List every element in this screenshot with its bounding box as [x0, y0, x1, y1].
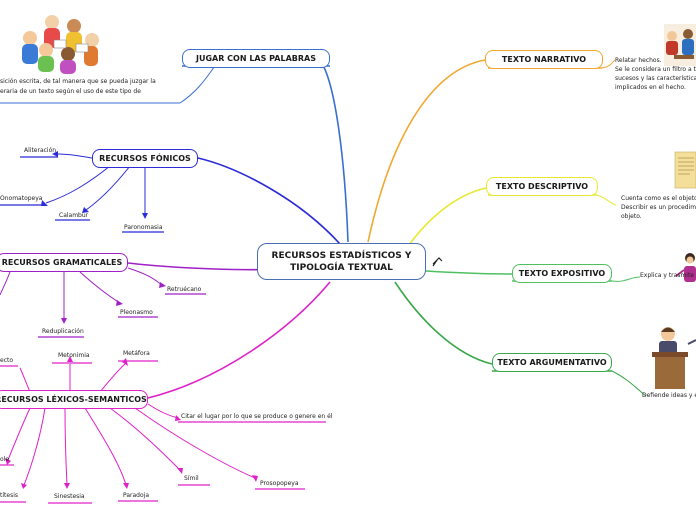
children-reading-illustration — [22, 15, 99, 74]
argumentativo-note-line1: Defiende ideas y e — [642, 392, 696, 399]
node-texto-descriptivo-label: TEXTO DESCRIPTIVO — [495, 182, 589, 191]
presenter-illustration — [675, 253, 696, 282]
label-onomatopeya[interactable]: Onomatopeya — [0, 195, 43, 202]
node-texto-argumentativo-label: TEXTO ARGUMENTATIVO — [497, 358, 607, 367]
label-prosopopeya[interactable]: Prosopopeya — [260, 480, 299, 487]
node-texto-narrativo-label: TEXTO NARRATIVO — [501, 55, 587, 64]
node-texto-descriptivo[interactable]: TEXTO DESCRIPTIVO — [486, 177, 598, 196]
label-titesis[interactable]: títesis — [0, 492, 18, 499]
label-ecto[interactable]: ecto — [0, 357, 14, 364]
label-metafora[interactable]: Metáfora — [123, 350, 150, 357]
descriptivo-note-line1: Cuenta como es el objeto. — [621, 195, 696, 202]
node-jugar-con-las-palabras[interactable]: JUGAR CON LAS PALABRAS — [182, 49, 330, 68]
node-texto-narrativo[interactable]: TEXTO NARRATIVO — [485, 50, 603, 69]
label-retruecano[interactable]: Retruécano — [167, 286, 202, 293]
node-jugar-label: JUGAR CON LAS PALABRAS — [196, 54, 316, 63]
node-recursos-fonicos[interactable]: RECURSOS FÓNICOS — [92, 149, 198, 168]
label-calambur[interactable]: Calambur — [59, 212, 89, 219]
narrativo-note-line2: Se le considera un filtro a tra — [615, 66, 696, 73]
label-aliteracion[interactable]: Aliteración — [24, 147, 57, 154]
label-simil[interactable]: Símil — [184, 475, 199, 482]
descriptivo-note-line3: objeto. — [621, 213, 642, 220]
branch-jugar — [317, 57, 349, 243]
branch-narrativo — [367, 59, 486, 243]
node-lexicos-label: RECURSOS LÉXICOS-SEMANTICOS — [0, 395, 147, 404]
label-paronomasia[interactable]: Paronomasia — [124, 224, 163, 231]
label-reduplicacion[interactable]: Reduplicación — [42, 328, 84, 335]
central-topic-title: RECURSOS ESTADÍSTICOS Y TIPOLOGÍA TEXTUA… — [271, 250, 412, 273]
label-pleonasmo[interactable]: Pleonasmo — [120, 309, 153, 316]
node-gramaticales-label: RECURSOS GRAMATICALES — [1, 258, 123, 267]
jugar-note-line2: eraria de un texto según el uso de este … — [0, 88, 141, 95]
narrativo-note-line4: implicados en el hecho. — [615, 84, 686, 91]
node-texto-argumentativo[interactable]: TEXTO ARGUMENTATIVO — [492, 353, 612, 372]
label-metonimia[interactable]: Metonimia — [58, 352, 90, 359]
label-sinestesia[interactable]: Sinestesia — [54, 493, 85, 500]
narrativo-note-line3: sucesos y las características — [615, 75, 696, 82]
node-texto-expositivo[interactable]: TEXTO EXPOSITIVO — [512, 264, 612, 283]
node-recursos-lexicos-semanticos[interactable]: RECURSOS LÉXICOS-SEMANTICOS — [0, 390, 148, 409]
central-topic[interactable]: RECURSOS ESTADÍSTICOS Y TIPOLOGÍA TEXTUA… — [257, 243, 426, 280]
pointer-icon — [432, 257, 443, 267]
jugar-note-line1: sición escrita, de tal manera que se pue… — [0, 78, 156, 85]
branch-fonicos — [197, 157, 341, 245]
speaker-podium-illustration — [652, 327, 696, 389]
document-illustration — [674, 151, 696, 189]
label-paradoja[interactable]: Paradoja — [123, 492, 149, 499]
narrativo-note-line1: Relatar hechos. — [615, 57, 662, 64]
branch-lexicos — [147, 281, 331, 399]
label-ole[interactable]: ole — [0, 456, 10, 463]
storytelling-illustration — [664, 24, 696, 66]
descriptivo-note-line2: Describir es un procedimi — [621, 204, 696, 211]
label-citar-el-lugar[interactable]: Citar el lugar por lo que se produce o g… — [181, 413, 333, 420]
node-texto-expositivo-label: TEXTO EXPOSITIVO — [518, 269, 606, 278]
branch-argumentativo — [394, 281, 493, 365]
node-recursos-gramaticales[interactable]: RECURSOS GRAMATICALES — [0, 253, 128, 272]
expositivo-note-line1: Explica y trasmite i — [640, 272, 696, 279]
node-fonicos-label: RECURSOS FÓNICOS — [99, 154, 191, 163]
